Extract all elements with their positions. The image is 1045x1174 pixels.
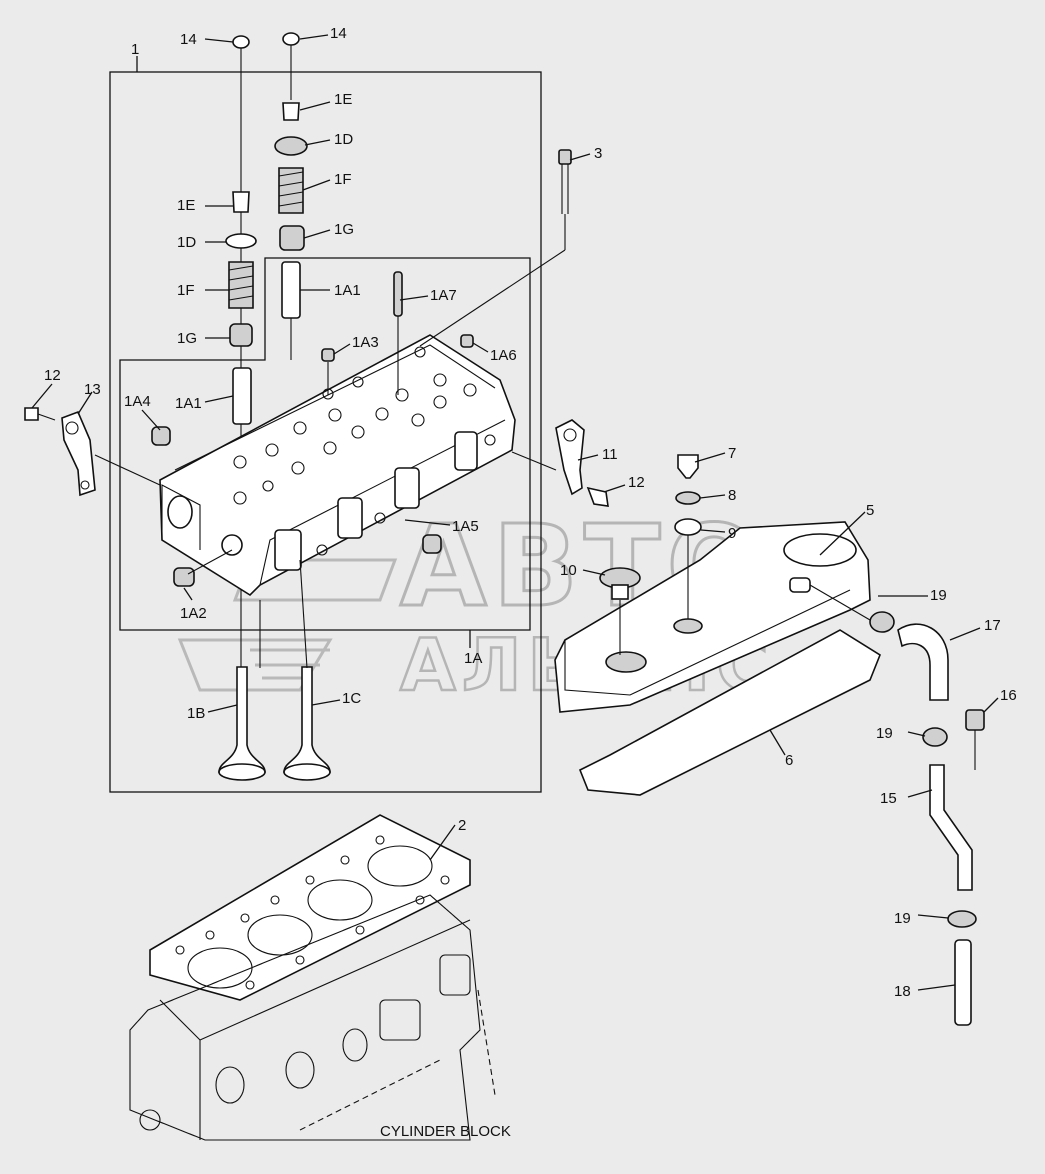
callout-1G-left: 1G bbox=[177, 330, 197, 347]
callout-12-right: 12 bbox=[628, 474, 645, 491]
bracket-11 bbox=[511, 419, 609, 507]
stud-7 bbox=[677, 454, 699, 479]
callout-1A5: 1A5 bbox=[452, 518, 479, 535]
callout-17: 17 bbox=[984, 617, 1001, 634]
valves bbox=[218, 559, 331, 781]
callout-19-top: 19 bbox=[930, 587, 947, 604]
callout-1G-right: 1G bbox=[334, 221, 354, 238]
callout-1A1-right: 1A1 bbox=[334, 282, 361, 299]
plug-1A5 bbox=[422, 534, 442, 554]
callout-3: 3 bbox=[594, 145, 602, 162]
callout-14-left: 14 bbox=[180, 31, 197, 48]
bracket-13 bbox=[24, 407, 161, 497]
rocker-cover-5 bbox=[554, 521, 871, 713]
plug-1A2 bbox=[173, 567, 195, 587]
grommet-9 bbox=[674, 518, 702, 536]
breather-parts bbox=[869, 611, 985, 1026]
clamp-19-top bbox=[869, 611, 895, 633]
clamp-19-mid bbox=[922, 727, 948, 747]
assembly-1A-frame bbox=[119, 257, 531, 631]
callout-1A4: 1A4 bbox=[124, 393, 151, 410]
retainer-1D-right bbox=[274, 136, 308, 156]
plug-1A4 bbox=[151, 426, 171, 446]
callout-1A3: 1A3 bbox=[352, 334, 379, 351]
pipe-15 bbox=[929, 764, 973, 891]
bolt-12-right bbox=[586, 486, 609, 507]
callout-1F-right: 1F bbox=[334, 171, 352, 188]
keeper-1E-right bbox=[282, 102, 300, 121]
callout-labels: 1 14 14 1E 1D 1F 1G 1E 1D 1F 1G 1A1 1A1 … bbox=[44, 25, 1017, 1140]
callout-11: 11 bbox=[602, 446, 618, 463]
seal-1G-left bbox=[229, 323, 253, 347]
valve-1C bbox=[283, 666, 331, 773]
callout-2: 2 bbox=[458, 817, 466, 834]
callout-8: 8 bbox=[728, 487, 736, 504]
dowel-1A7 bbox=[393, 271, 403, 317]
valve-1B bbox=[218, 666, 266, 773]
head-bolt-3 bbox=[419, 149, 572, 347]
oil-cap-10 bbox=[599, 567, 641, 655]
assembly-1-frame bbox=[109, 71, 542, 793]
callout-14-right: 14 bbox=[330, 25, 347, 42]
spring-1F-right bbox=[278, 167, 304, 214]
washer-8 bbox=[675, 491, 701, 505]
callout-12-left: 12 bbox=[44, 367, 61, 384]
cover-gasket-6 bbox=[578, 629, 881, 796]
callout-1C: 1C bbox=[342, 690, 361, 707]
stud-7-8-9 bbox=[673, 454, 703, 634]
callout-18: 18 bbox=[894, 983, 911, 1000]
watermark-emblem-icon bbox=[177, 638, 333, 692]
callout-1D-right: 1D bbox=[334, 131, 353, 148]
leader-lines bbox=[31, 34, 999, 991]
guide-1A1-right bbox=[281, 261, 301, 319]
callout-13: 13 bbox=[84, 381, 101, 398]
guide-1A1-left bbox=[232, 367, 252, 425]
bolt-16 bbox=[965, 709, 985, 731]
callout-6: 6 bbox=[785, 752, 793, 769]
callout-16: 16 bbox=[1000, 687, 1017, 704]
retainer-1D-left bbox=[225, 233, 257, 249]
callout-9: 9 bbox=[728, 525, 736, 542]
clamp-19-bottom bbox=[947, 910, 977, 928]
callout-7: 7 bbox=[728, 445, 736, 462]
hose-17 bbox=[897, 623, 949, 701]
keeper-1E-left bbox=[232, 191, 250, 213]
bolt-12-left bbox=[24, 407, 39, 421]
callout-1A2: 1A2 bbox=[180, 605, 207, 622]
callout-1D-left: 1D bbox=[177, 234, 196, 251]
seal-14-left bbox=[232, 35, 250, 49]
callout-19-mid: 19 bbox=[876, 725, 893, 742]
callout-19-bottom: 19 bbox=[894, 910, 911, 927]
hose-18 bbox=[954, 939, 972, 1026]
callout-1B: 1B bbox=[187, 705, 205, 722]
cylinder-head-1A bbox=[151, 271, 516, 597]
callout-1A: 1A bbox=[464, 650, 482, 667]
callout-1: 1 bbox=[131, 41, 139, 58]
right-valve-stack bbox=[274, 32, 308, 360]
seal-14-right bbox=[282, 32, 300, 46]
cylinder-head-body bbox=[159, 334, 516, 597]
callout-1A1-left: 1A1 bbox=[175, 395, 202, 412]
callout-1E-left: 1E bbox=[177, 197, 195, 214]
plug-1A3 bbox=[321, 348, 335, 362]
left-valve-stack bbox=[225, 35, 257, 700]
plug-1A6 bbox=[460, 334, 474, 348]
head-gasket-2 bbox=[149, 814, 471, 1001]
callout-1A6: 1A6 bbox=[490, 347, 517, 364]
seal-1G-right bbox=[279, 225, 305, 251]
callout-1F-left: 1F bbox=[177, 282, 195, 299]
callout-10: 10 bbox=[560, 562, 577, 579]
callout-1E-right: 1E bbox=[334, 91, 352, 108]
callout-1A7: 1A7 bbox=[430, 287, 457, 304]
callout-5: 5 bbox=[866, 502, 874, 519]
callout-15: 15 bbox=[880, 790, 897, 807]
cylinder-block-caption: CYLINDER BLOCK bbox=[380, 1123, 511, 1140]
cylinder-block bbox=[129, 894, 496, 1141]
